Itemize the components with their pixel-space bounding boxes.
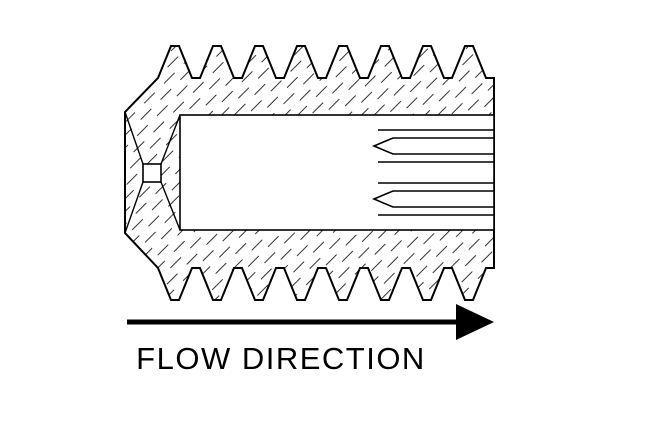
flow-direction-label: FLOW DIRECTION bbox=[136, 341, 426, 376]
socket-slot-lower bbox=[371, 190, 495, 208]
arrow-head-icon bbox=[456, 304, 494, 340]
flow-direction-arrow bbox=[127, 304, 494, 340]
socket-detail-lines bbox=[378, 129, 494, 216]
orifice-square bbox=[142, 163, 162, 183]
socket-slot-upper bbox=[371, 137, 495, 155]
nose-cone-lines bbox=[124, 111, 181, 234]
bore-cavity bbox=[179, 114, 495, 231]
